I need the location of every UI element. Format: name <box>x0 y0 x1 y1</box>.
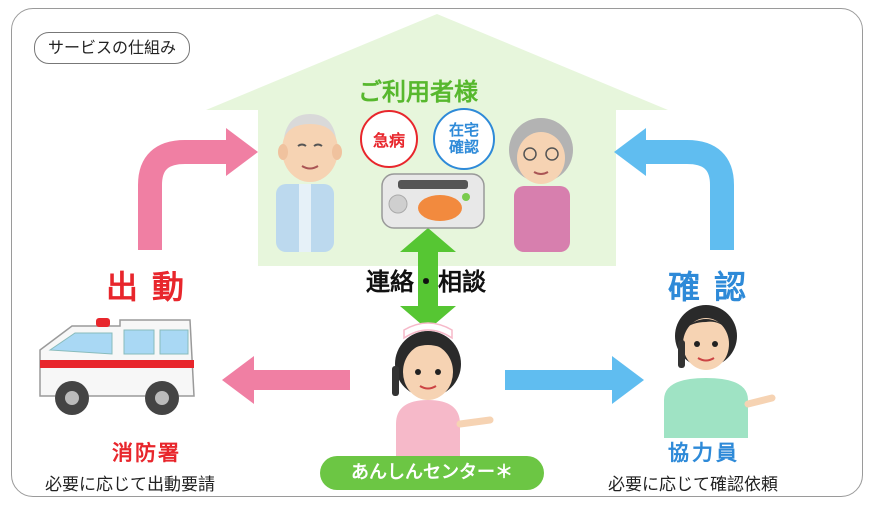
center-to-fire-arrow <box>222 356 350 404</box>
volunteer-note: 必要に応じて確認依頼 <box>608 475 778 495</box>
emergency-badge: 急病 <box>360 110 418 168</box>
dispatch-label: 出動 <box>106 268 199 306</box>
safety-check-line1: 在宅 <box>448 121 479 139</box>
volunteer-label: 協力員 <box>668 441 740 465</box>
fire-station-note: 必要に応じて出動要請 <box>45 475 215 495</box>
elderly-man-icon <box>276 114 342 252</box>
safety-check-badge: 在宅 確認 <box>433 108 495 170</box>
emergency-device-icon <box>381 173 485 229</box>
ambulance-icon <box>39 318 195 415</box>
volunteer-icon <box>664 305 776 438</box>
elderly-woman-icon <box>509 118 573 252</box>
users-title: ご利用者様 <box>358 78 478 106</box>
confirm-arrow-up <box>614 128 734 250</box>
center-name-badge: あんしんセンター＊ <box>320 456 544 490</box>
safety-check-line2: 確認 <box>448 138 479 156</box>
operator-icon <box>392 322 494 465</box>
confirm-label: 確認 <box>668 268 761 306</box>
contact-label: 連絡・相談 <box>366 268 486 296</box>
fire-station-label: 消防署 <box>112 441 181 465</box>
center-to-volunteer-arrow <box>505 356 644 404</box>
contact-double-arrow <box>400 228 456 330</box>
title-tag: サービスの仕組み <box>34 32 191 64</box>
dispatch-arrow-up <box>138 128 258 250</box>
